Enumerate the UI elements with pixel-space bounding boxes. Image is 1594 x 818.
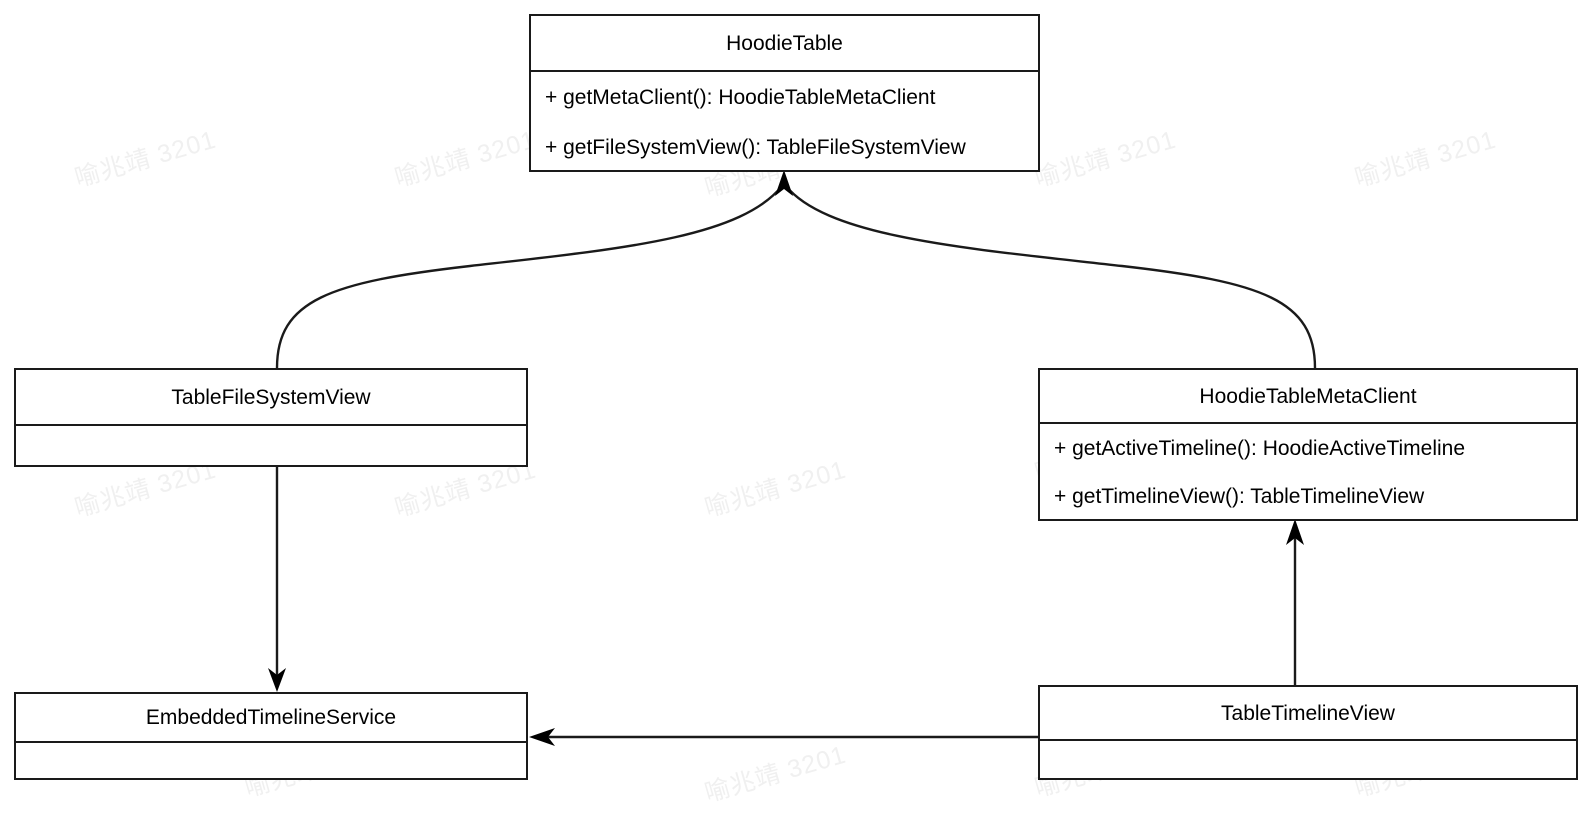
class-divider <box>1040 739 1576 741</box>
edge-tablefilesystemview-to-hoodietable <box>275 185 783 369</box>
edge-hoodietablemetaclient-to-hoodietable <box>785 185 1317 369</box>
class-divider <box>1040 422 1576 424</box>
class-divider <box>16 741 526 743</box>
class-box-hoodie-table[interactable]: HoodieTable + getMetaClient(): HoodieTab… <box>529 14 1040 172</box>
class-divider <box>16 424 526 426</box>
class-members <box>16 743 526 782</box>
arrowhead-left-embeddedtimelineservice <box>529 728 555 746</box>
class-members <box>16 426 526 467</box>
class-box-table-file-system-view[interactable]: TableFileSystemView <box>14 368 528 467</box>
arrowhead-up-hoodietable <box>775 170 793 196</box>
class-title: TableTimelineView <box>1221 701 1395 725</box>
class-members: + getMetaClient(): HoodieTableMetaClient… <box>531 72 1038 172</box>
class-box-embedded-timeline-service[interactable]: EmbeddedTimelineService <box>14 692 528 780</box>
class-title: HoodieTableMetaClient <box>1199 384 1417 408</box>
class-member: + getActiveTimeline(): HoodieActiveTimel… <box>1054 436 1466 460</box>
class-member: + getTimelineView(): TableTimelineView <box>1054 485 1425 508</box>
class-member: + getMetaClient(): HoodieTableMetaClient <box>545 85 936 109</box>
class-title: TableFileSystemView <box>171 385 371 409</box>
class-box-hoodie-table-meta-client[interactable]: HoodieTableMetaClient + getActiveTimelin… <box>1038 368 1578 521</box>
class-divider <box>531 70 1038 72</box>
class-member: + getFileSystemView(): TableFileSystemVi… <box>545 135 966 159</box>
class-members <box>1040 741 1576 780</box>
arrowhead-down-embeddedtimelineservice <box>268 668 286 692</box>
class-members: + getActiveTimeline(): HoodieActiveTimel… <box>1040 424 1576 521</box>
class-title: HoodieTable <box>726 31 843 55</box>
class-box-table-timeline-view[interactable]: TableTimelineView <box>1038 685 1578 780</box>
class-title: EmbeddedTimelineService <box>145 706 397 729</box>
arrowhead-up-hoodietablemetaclient <box>1286 519 1304 545</box>
